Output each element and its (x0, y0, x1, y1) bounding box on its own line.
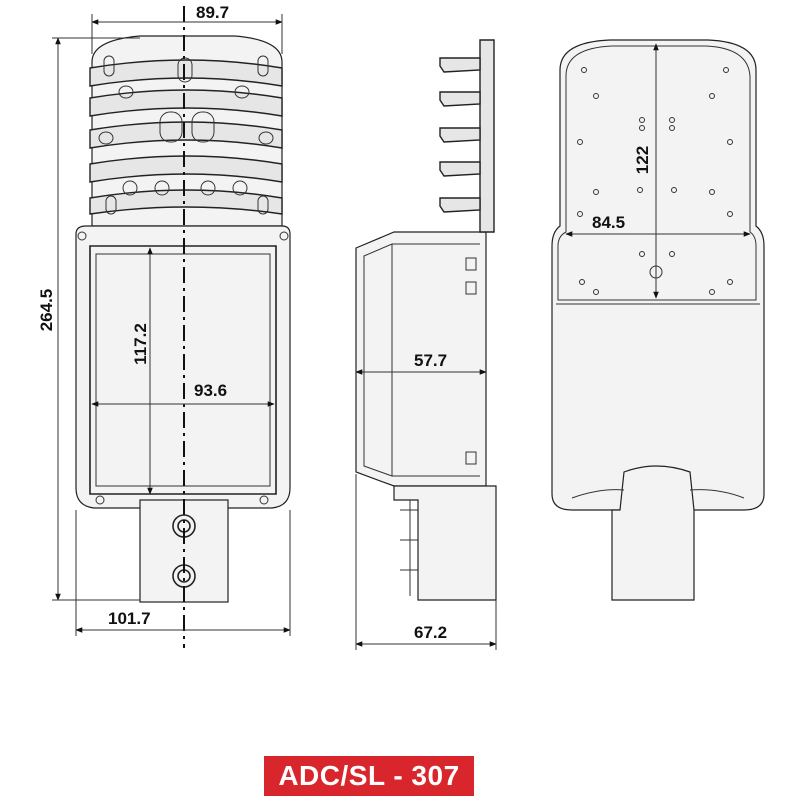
mounting-holes (577, 67, 733, 295)
dim-top-width: 89.7 (196, 3, 229, 22)
front-dimensions: 89.7 264.5 117.2 93.6 101.7 (37, 3, 291, 636)
dim-bottom-width: 101.7 (108, 609, 151, 628)
fin-slots (98, 55, 274, 215)
side-fins (439, 57, 481, 213)
side-view (355, 39, 497, 601)
dim-back-height: 122 (633, 146, 652, 174)
dim-back-width: 84.5 (592, 213, 625, 232)
dim-inner-height: 117.2 (131, 323, 150, 365)
heatsink-fins (89, 59, 283, 215)
front-view (75, 6, 291, 648)
dim-side-total: 67.2 (414, 623, 447, 642)
dim-total-height: 264.5 (37, 289, 56, 332)
back-view (551, 39, 765, 601)
model-badge: ADC/SL - 307 (264, 756, 474, 796)
side-dimensions: 57.7 67.2 (355, 351, 497, 650)
dim-inner-width: 93.6 (194, 381, 227, 400)
dim-side-depth: 57.7 (414, 351, 447, 370)
back-dimensions: 122 84.5 (565, 43, 751, 299)
